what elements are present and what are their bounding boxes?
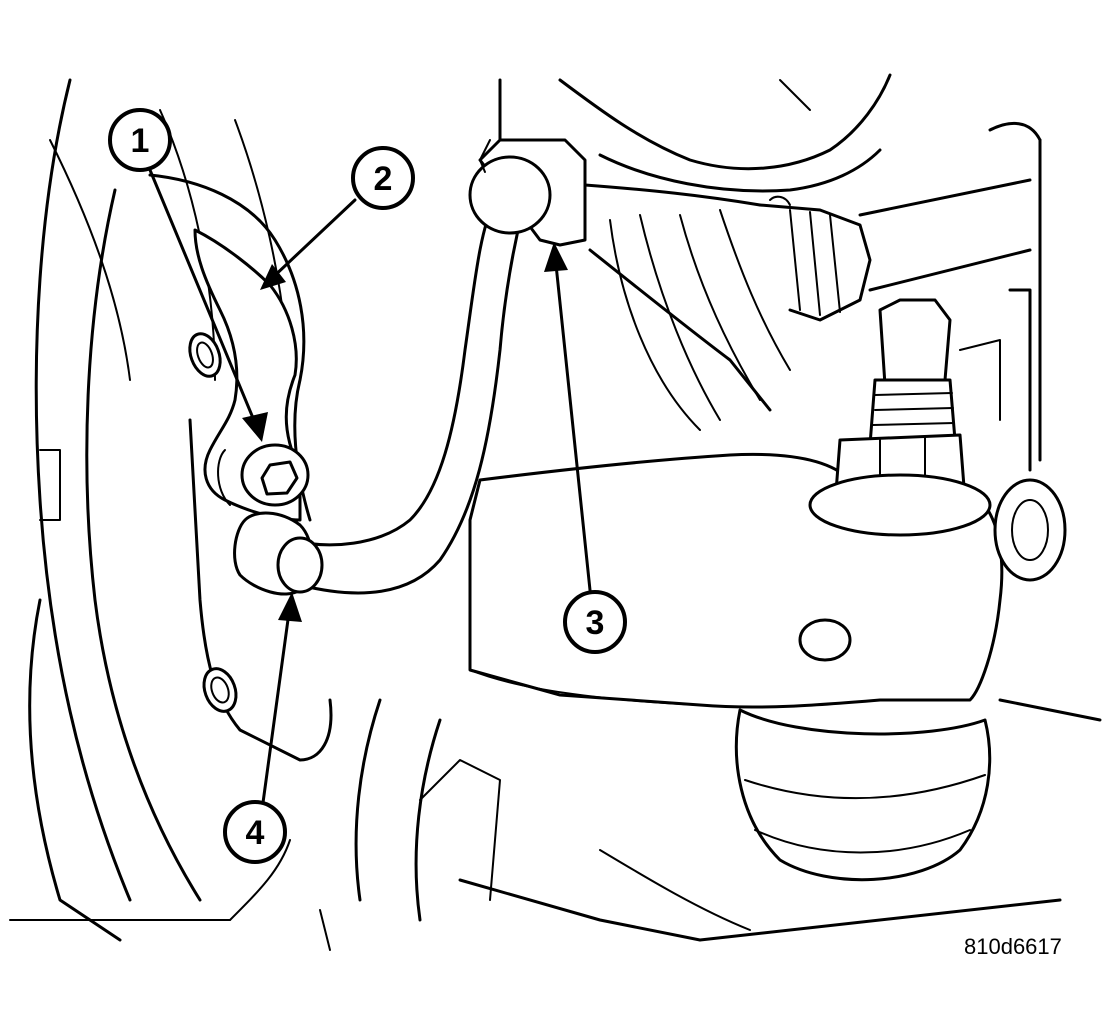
callout-number-2: 2 [374,160,393,198]
callout-number-4: 4 [246,814,265,852]
callout-2: 2 [351,146,415,210]
steering-knuckle [148,173,333,762]
body-frame [498,73,1042,472]
brake-rotor [9,78,291,942]
callout-number-1: 1 [131,122,150,160]
arrowhead-2 [260,264,286,290]
arrowhead-3 [544,242,568,272]
ball-joint [734,298,992,882]
leader-arrows [148,168,592,812]
callout-3: 3 [563,590,627,654]
leader-line-1 [148,168,260,432]
callout-1: 1 [108,108,172,172]
tie-rod-end [993,478,1067,582]
figure-id-label: 810d6617 [964,934,1062,959]
stabilizer-bar-bushing-clamp [468,138,587,247]
arrowhead-4 [278,592,302,622]
bracket-bolt [217,443,310,507]
callout-number-3: 3 [586,604,605,642]
leader-line-3 [553,253,592,592]
leader-line-2 [268,198,357,282]
lower-structure [319,698,1102,951]
drive-shaft [583,178,1032,431]
leader-line-4 [260,603,292,812]
callout-4: 4 [223,800,287,864]
stabilizer-bar-end [233,511,324,596]
arrowhead-1 [242,412,268,442]
